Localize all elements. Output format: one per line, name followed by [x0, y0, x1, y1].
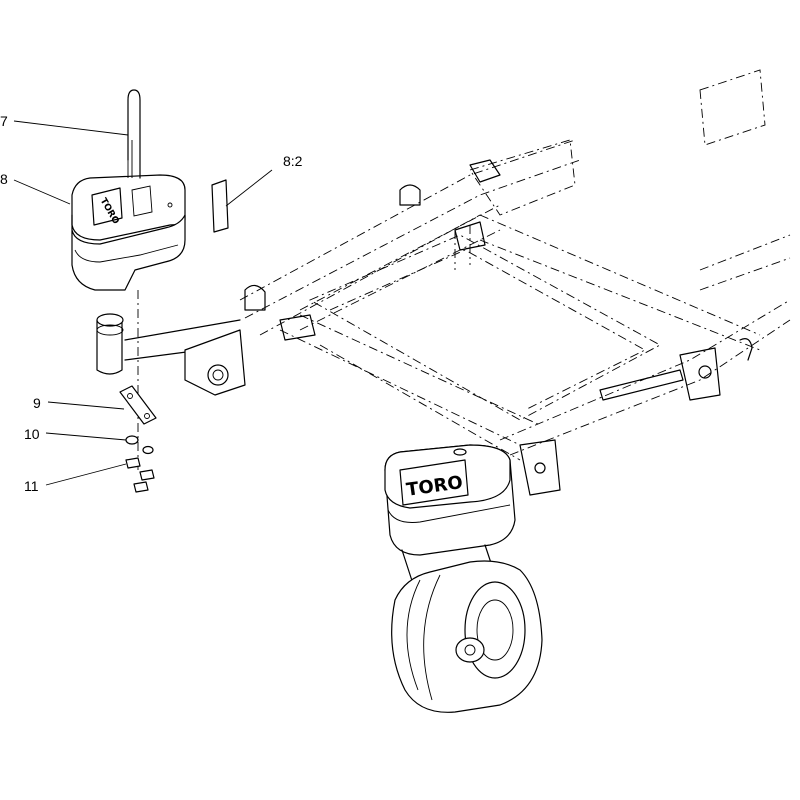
callouts: 7 8 8:2 9 10 11 [0, 113, 303, 494]
frame-brackets [244, 159, 753, 496]
leader-11 [45, 463, 127, 486]
hardware-stack [119, 385, 157, 493]
rod-left [127, 89, 141, 470]
leader-9 [47, 401, 125, 410]
left-caster-mount [96, 313, 246, 396]
callout-8-2: 8:2 [283, 153, 303, 169]
caster-wheel [391, 544, 543, 713]
callout-11: 11 [24, 478, 39, 494]
leader-8-2 [225, 169, 273, 207]
callout-8: 8 [0, 171, 8, 187]
caster-cover-left: TORO [71, 174, 186, 291]
decal [211, 179, 229, 233]
callout-9: 9 [33, 395, 41, 411]
caster-cover-right: TORO [384, 444, 516, 556]
leader-7 [13, 120, 129, 136]
callout-7: 7 [0, 113, 8, 129]
leader-8 [13, 179, 71, 205]
leader-10 [45, 432, 127, 441]
mower-frame [239, 69, 791, 461]
callout-10: 10 [24, 426, 40, 442]
